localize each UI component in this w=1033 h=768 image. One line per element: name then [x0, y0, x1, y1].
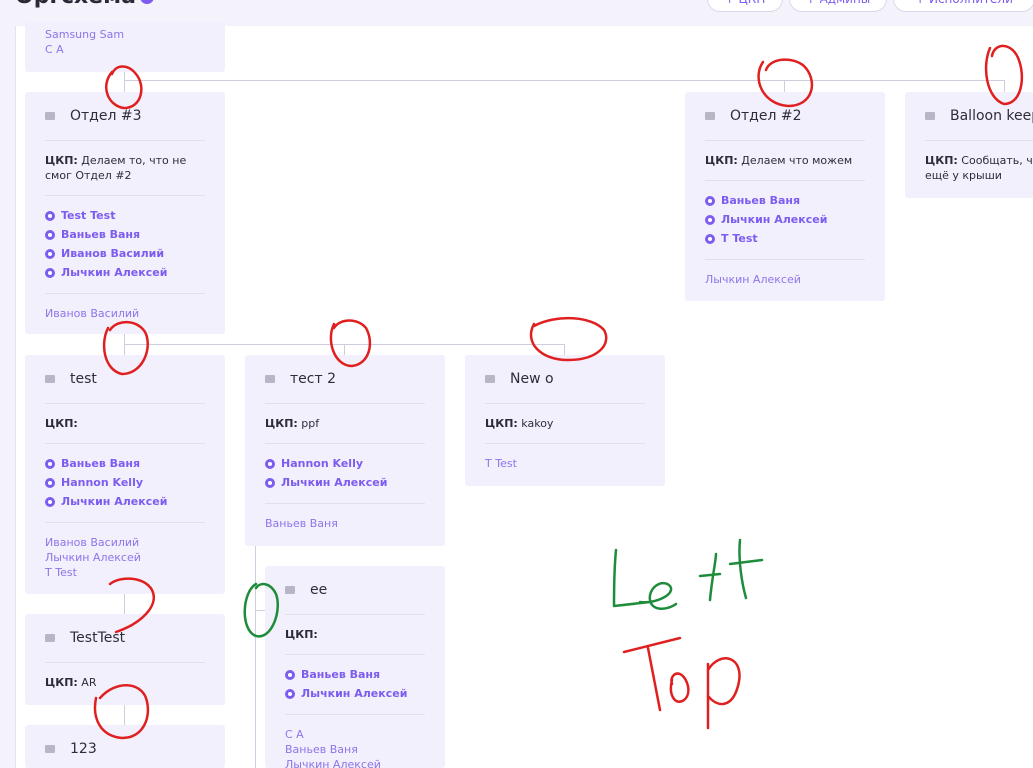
card-title: Balloon keeper: [950, 108, 1033, 124]
user-icon: [705, 233, 715, 244]
card-title: Отдел #2: [730, 108, 802, 124]
member-item[interactable]: Ваньев Ваня: [705, 191, 865, 210]
connector-line: [124, 705, 125, 725]
member-list: Ваньев Ваня Лычкин Алексей T Test: [705, 181, 865, 259]
connector-line: [124, 72, 125, 92]
org-card[interactable]: Samsung Sam C A: [25, 22, 225, 72]
member-item[interactable]: Иванов Василий: [45, 244, 205, 263]
member-item[interactable]: Test Test: [45, 206, 205, 225]
member-item[interactable]: Лычкин Алексей: [45, 263, 205, 282]
user-icon: [45, 477, 55, 488]
user-icon: [45, 267, 55, 278]
user-icon: [705, 214, 715, 225]
member-list: Ваньев Ваня Hannon Kelly Лычкин Алексей: [45, 444, 205, 522]
card-title: ee: [310, 582, 328, 598]
card-title: 123: [70, 741, 97, 757]
folder-icon: [285, 586, 295, 594]
user-icon: [285, 688, 295, 699]
user-icon: [45, 229, 55, 240]
org-card-test2[interactable]: тест 2 ЦКП: ppf Hannon Kelly Лычкин Алек…: [245, 355, 445, 546]
card-ckp: ЦКП:: [285, 628, 318, 641]
folder-icon: [45, 112, 55, 120]
owner-link[interactable]: Ваньев Ваня: [285, 743, 358, 756]
owner-link[interactable]: Ваньев Ваня: [265, 517, 338, 530]
card-ckp: ЦКП: ppf: [265, 417, 320, 430]
connector-line: [564, 344, 565, 355]
user-icon: [45, 248, 55, 259]
member-list: Ваньев Ваня Лычкин Алексей: [285, 655, 425, 714]
connector-line: [124, 594, 125, 614]
add-executors-button[interactable]: + Исполнители: [893, 0, 1033, 12]
connector-line: [784, 80, 785, 92]
member-item[interactable]: Лычкин Алексей: [45, 492, 205, 511]
card-ckp: ЦКП: kakoy: [485, 417, 554, 430]
org-card-new-o[interactable]: New o ЦКП: kakoy T Test: [465, 355, 665, 486]
folder-icon: [705, 112, 715, 120]
folder-icon: [265, 375, 275, 383]
card-ckp: ЦКП: Делаем то, что не смог Отдел #2: [45, 154, 187, 182]
org-card-dept3[interactable]: Отдел #3 ЦКП: Делаем то, что не смог Отд…: [25, 92, 225, 334]
member-list: Test Test Ваньев Ваня Иванов Василий Лыч…: [45, 196, 205, 293]
member-item[interactable]: Ваньев Ваня: [45, 454, 205, 473]
member-item[interactable]: Лычкин Алексей: [285, 684, 425, 703]
canvas-left-edge: [15, 26, 16, 768]
member-list: Hannon Kelly Лычкин Алексей: [265, 444, 425, 503]
card-ckp: ЦКП: AR: [45, 676, 97, 689]
owner-link[interactable]: Иванов Василий: [45, 536, 140, 549]
folder-icon: [45, 745, 55, 753]
info-icon[interactable]: [139, 0, 154, 4]
member-item[interactable]: Лычкин Алексей: [705, 210, 865, 229]
owner-link[interactable]: T Test: [45, 566, 77, 579]
card-title: TestTest: [70, 630, 126, 646]
owner-link[interactable]: C A: [45, 43, 64, 56]
owner-link[interactable]: Лычкин Алексей: [705, 273, 801, 286]
folder-icon: [485, 375, 495, 383]
member-item[interactable]: Лычкин Алексей: [265, 473, 425, 492]
owner-link[interactable]: C A: [285, 728, 304, 741]
card-title: New o: [510, 371, 554, 387]
member-item[interactable]: Ваньев Ваня: [285, 665, 425, 684]
member-item[interactable]: T Test: [705, 229, 865, 248]
org-card-balloon[interactable]: Balloon keeper ЦКП: Сообщать, что шарик …: [905, 92, 1033, 198]
folder-icon: [45, 375, 55, 383]
user-icon: [45, 496, 55, 507]
user-icon: [705, 195, 715, 206]
org-card-dept2[interactable]: Отдел #2 ЦКП: Делаем что можем Ваньев Ва…: [685, 92, 885, 301]
connector-line: [124, 80, 1004, 81]
connector-line: [255, 546, 256, 768]
folder-icon: [925, 112, 935, 120]
card-title: test: [70, 371, 97, 387]
card-ckp: ЦКП: Сообщать, что шарик ещё у крыши: [925, 154, 1033, 182]
user-icon: [265, 458, 275, 469]
owner-link[interactable]: Лычкин Алексей: [285, 758, 381, 768]
user-icon: [265, 477, 275, 488]
member-item[interactable]: Hannon Kelly: [45, 473, 205, 492]
owner-link[interactable]: Иванов Василий: [45, 307, 140, 320]
org-card-ee[interactable]: ee ЦКП: Ваньев Ваня Лычкин Алексей C A В…: [265, 566, 445, 768]
add-ckp-button[interactable]: + ЦКП: [707, 0, 783, 12]
card-title: Отдел #3: [70, 108, 142, 124]
org-card-testtest[interactable]: TestTest ЦКП: AR: [25, 614, 225, 705]
connector-line: [1004, 80, 1005, 92]
connector-line: [255, 610, 265, 611]
card-ckp: ЦКП:: [45, 417, 78, 430]
user-icon: [45, 458, 55, 469]
card-ckp: ЦКП: Делаем что можем: [705, 154, 853, 167]
user-icon: [45, 210, 55, 221]
owner-link[interactable]: T Test: [485, 457, 517, 470]
owner-link[interactable]: Лычкин Алексей: [45, 551, 141, 564]
member-item[interactable]: Hannon Kelly: [265, 454, 425, 473]
add-admins-button[interactable]: + Админы: [789, 0, 887, 12]
user-icon: [285, 669, 295, 680]
org-card-123[interactable]: 123: [25, 725, 225, 768]
page-title: Оргсхема: [15, 0, 154, 9]
org-card-test[interactable]: test ЦКП: Ваньев Ваня Hannon Kelly Лычки…: [25, 355, 225, 594]
card-title: тест 2: [290, 371, 336, 387]
owner-link[interactable]: Samsung Sam: [45, 28, 125, 41]
folder-icon: [45, 634, 55, 642]
member-item[interactable]: Ваньев Ваня: [45, 225, 205, 244]
connector-line: [344, 344, 345, 355]
